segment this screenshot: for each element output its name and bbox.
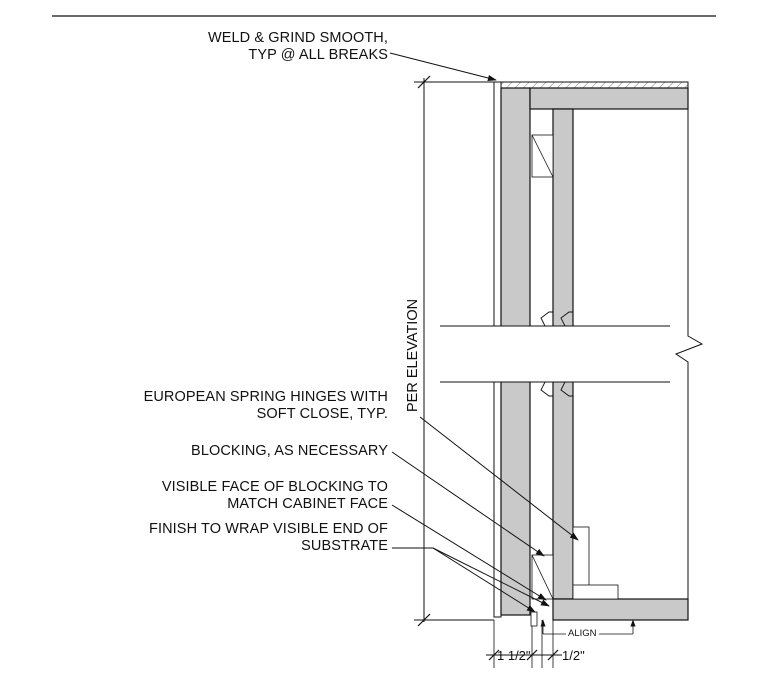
side-panel-break-top [540,311,553,327]
note-finish: FINISH TO WRAP VISIBLE END OF SUBSTRATE [149,521,388,555]
side-panel-break-bottom-2 [560,381,573,397]
leader-hinges [419,416,579,541]
blocking-bottom-diag [531,554,554,600]
leader-weld [389,52,497,82]
door-bottom-detail [530,611,538,627]
note-finish-line-2: SUBSTRATE [301,538,388,554]
top-panel [529,87,689,110]
note-finish-line-1: FINISH TO WRAP VISIBLE END OF [149,521,388,537]
note-visible-face-line-1: VISIBLE FACE OF BLOCKING TO [161,479,388,495]
break-mask [440,326,740,382]
dim-right-width: 1/2" [562,648,585,663]
note-blocking-line-1: BLOCKING, AS NECESSARY [191,443,388,459]
leader-visible-face [391,504,547,601]
note-weld-line-1: WELD & GRIND SMOOTH, [207,30,388,46]
side-panel-break-bottom [540,381,553,397]
note-visible-face-line-2: MATCH CABINET FACE [227,496,388,512]
note-weld: WELD & GRIND SMOOTH, TYP @ ALL BREAKS [208,30,388,64]
height-tick-top [417,75,431,89]
bottom-panel [552,598,689,621]
note-hinges-line-1: EUROPEAN SPRING HINGES WITH [143,389,388,405]
dim-left-width: 1 1/2" [497,648,531,663]
edge-break-symbol [674,326,704,382]
height-tick-bottom [417,613,431,627]
leader-blocking [391,451,545,557]
dim-per-elevation: PER ELEVATION [405,298,421,412]
side-panel-break-top-2 [560,311,573,327]
note-hinges: EUROPEAN SPRING HINGES WITH SOFT CLOSE, … [144,389,388,423]
dim-align: ALIGN [566,628,599,639]
note-blocking: BLOCKING, AS NECESSARY [191,443,388,460]
top-finish-band [493,81,689,89]
hinge-cup [572,526,590,588]
note-weld-line-2: TYP @ ALL BREAKS [248,47,388,63]
note-hinges-line-2: SOFT CLOSE, TYP. [256,406,388,422]
leader-finish-2 [432,547,536,613]
hinge-plate [572,584,619,600]
dim-tick-3 [547,649,559,661]
dim-tick-2 [526,649,538,661]
note-visible-face: VISIBLE FACE OF BLOCKING TO MATCH CABINE… [162,479,388,513]
blocking-top-diag [531,134,554,178]
dim-tick-1 [488,649,500,661]
leader-finish-3 [432,547,550,607]
